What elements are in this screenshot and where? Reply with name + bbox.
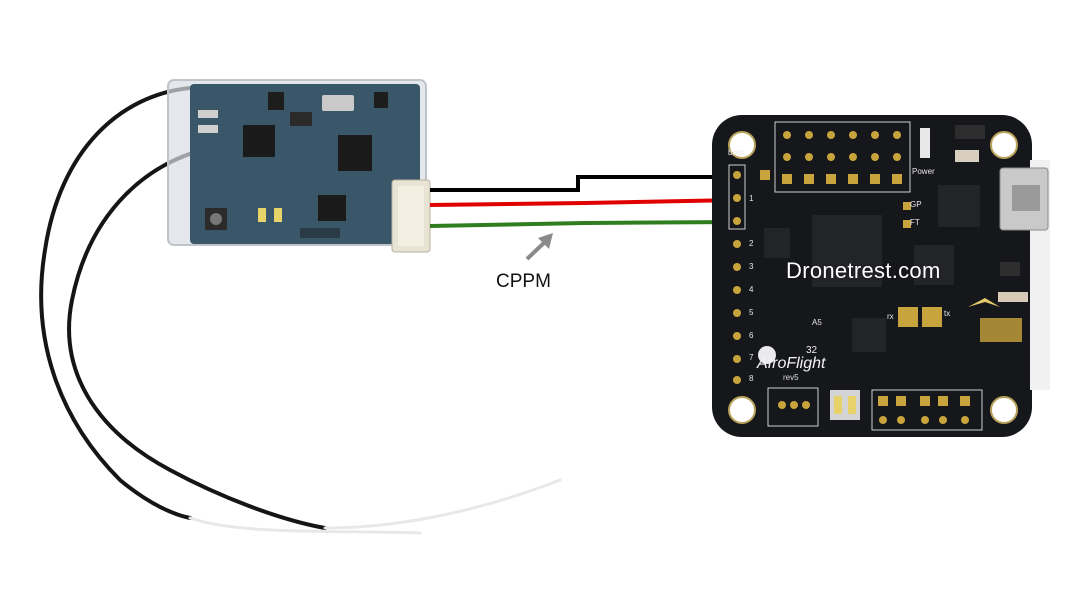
- antenna-2-black: [67, 146, 327, 530]
- fc-gp-label: GP: [910, 200, 922, 209]
- fc-power-led: [920, 128, 930, 158]
- antenna-1-white: [188, 516, 422, 535]
- wire-power: [429, 198, 739, 207]
- antenna-1-black: [39, 86, 192, 520]
- cppm-label: CPPM: [496, 271, 551, 292]
- antennas: [39, 86, 562, 535]
- fc-ft-label: FT: [910, 218, 920, 227]
- fc-power-label: Power: [912, 167, 935, 176]
- fc-direction-arrow: [968, 298, 1000, 307]
- fc-rx-label: rx: [887, 312, 894, 321]
- pin-number: 3: [749, 262, 754, 271]
- fc-imu: [938, 185, 980, 227]
- flight-controller-board: [712, 115, 1050, 437]
- mount-hole-bl: [728, 396, 756, 424]
- receiver-led-2: [274, 208, 282, 222]
- wire-ground: [430, 175, 738, 192]
- mount-hole-tl: [728, 131, 756, 159]
- top-header-pads: [774, 121, 911, 193]
- mount-hole-tr: [990, 131, 1018, 159]
- fc-a5-label: A5: [812, 318, 822, 327]
- fc-boot-label: boot: [728, 148, 744, 157]
- receiver-pcb: [190, 84, 420, 244]
- fc-mcu: [812, 215, 882, 287]
- pin-number: 4: [749, 285, 754, 294]
- receiver-board: [167, 79, 431, 253]
- fc-logo-suffix: 32: [806, 345, 818, 356]
- left-pin-column: [728, 164, 746, 384]
- pin-number: 8: [749, 374, 754, 383]
- receiver-chip-2: [338, 135, 372, 171]
- fc-boot-pad: [760, 170, 770, 180]
- wire-signal: [429, 220, 739, 228]
- pin-number: 6: [749, 331, 754, 340]
- pin-number: 7: [749, 353, 754, 362]
- receiver-chip-1: [243, 125, 275, 157]
- fc-chip-3: [852, 318, 886, 352]
- watermark: Dronetrest.com: [786, 258, 941, 283]
- pin-number: 5: [749, 308, 754, 317]
- fc-logo-circle: [758, 346, 776, 364]
- fc-logo-text: AfroFlight: [757, 355, 826, 372]
- antenna-2-white: [323, 478, 562, 530]
- bottom-header-pads: [871, 389, 983, 431]
- receiver-chip-3: [318, 195, 346, 221]
- wires: [429, 175, 739, 228]
- receiver-led-1: [258, 208, 266, 222]
- fc-chip-5: [764, 228, 790, 258]
- pin-number: 1: [749, 194, 754, 203]
- pin-number: 2: [749, 239, 754, 248]
- receiver-crystal: [322, 95, 354, 111]
- mount-hole-br: [990, 396, 1018, 424]
- fc-rev-text: rev5: [783, 373, 799, 382]
- arrow-icon: [525, 233, 553, 261]
- fc-tx-label: tx: [944, 309, 951, 318]
- fc-chip-4: [914, 245, 954, 285]
